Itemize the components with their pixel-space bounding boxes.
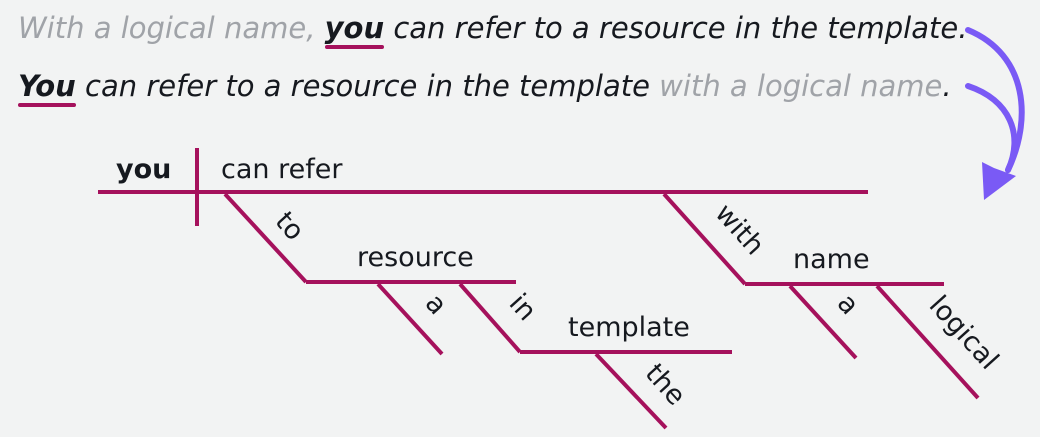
- modifier-logical-slant: [875, 284, 980, 400]
- modifier-a2-slant: [788, 284, 858, 360]
- modifier-the-slant: [594, 352, 668, 430]
- prep-to-slant: [223, 192, 308, 284]
- prep-with-slant: [662, 192, 747, 286]
- diagram-modifier-logical: logical: [923, 290, 1005, 376]
- diagram-object-template: template: [568, 312, 690, 343]
- diagram-prep-to: to: [269, 206, 310, 247]
- sentence-part: with a logical name: [659, 69, 943, 103]
- diagram-predicate: can refer: [221, 154, 343, 185]
- arrow-curve-lower: [965, 83, 1018, 173]
- sentence-part: .: [942, 69, 952, 103]
- sentence-part: With a logical name: [18, 11, 307, 45]
- sentence-rearranged: You can refer to a resource in the templ…: [18, 69, 952, 107]
- subject-word: You: [18, 69, 76, 107]
- sentence-part: can refer to a resource in the template.: [384, 11, 968, 45]
- diagram-subject: you: [116, 154, 171, 185]
- diagram-object-resource: resource: [357, 242, 474, 273]
- diagram-object-name: name: [793, 244, 870, 275]
- subject-word: you: [324, 11, 385, 49]
- diagram-modifier-a2: a: [831, 288, 865, 321]
- diagram-modifier-the: the: [639, 358, 692, 412]
- diagram-prep-in: in: [503, 288, 543, 327]
- modifier-a-slant: [376, 282, 444, 356]
- arrow-head: [982, 162, 1016, 200]
- curved-arrow-down-icon: [965, 27, 1025, 200]
- sentence-original: With a logical name, you can refer to a …: [18, 11, 968, 49]
- diagram-modifier-a: a: [419, 288, 453, 321]
- sentence-part: ,: [306, 11, 325, 45]
- prep-in-slant: [458, 282, 522, 354]
- sentence-part: can refer to a resource in the template: [75, 69, 660, 103]
